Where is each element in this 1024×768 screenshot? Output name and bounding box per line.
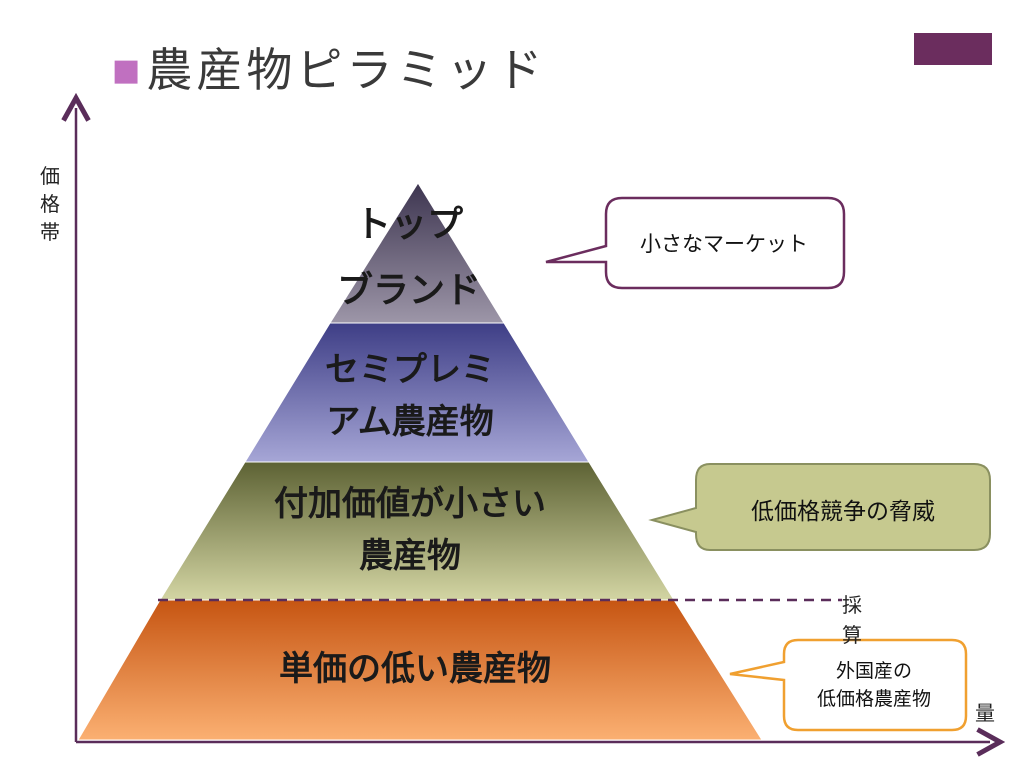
tier-low-unit-price-label: 単価の低い農産物 [210, 640, 620, 698]
profitability-label: 採算 [840, 590, 864, 650]
callout-price-competition-shape [648, 463, 991, 551]
title-bullet: ■ [112, 53, 145, 88]
profitability-label-char: 採 [842, 593, 862, 617]
callout-foreign-produce-line-2: 低価格農産物 [816, 688, 931, 710]
tier-low-value-added-label: 付加価値が小さい 農産物 [230, 478, 590, 582]
callout-small-market-text: 小さなマーケット [640, 232, 808, 256]
y-axis-label-char: 価 [40, 164, 60, 188]
title-text: 農産物ピラミッド [146, 43, 547, 97]
x-axis-label: 量 [975, 701, 995, 725]
y-axis-label-char: 格 [40, 192, 60, 216]
callout-foreign-produce-text: 外国産の 低価格農産物 [784, 657, 964, 713]
tier-top-brand-label: トップ ブランド [314, 192, 504, 324]
profitability-label-char: 算 [842, 623, 862, 647]
tier-semi-premium-label: セミプレミ アム農産物 [280, 344, 540, 448]
tier-low-value-added-line-1: 付加価値が小さい [274, 484, 546, 524]
tier-low-unit-price-line-1: 単価の低い農産物 [279, 649, 551, 689]
callout-foreign-produce-line-1: 外国産の [835, 660, 912, 682]
y-axis-label-char: 帯 [40, 220, 60, 244]
tier-low-value-added-line-2: 農産物 [359, 536, 461, 576]
callout-small-market-shape [545, 196, 846, 290]
tier-semi-premium-line-2: アム農産物 [326, 402, 494, 442]
y-axis-label: 価格帯 [38, 162, 62, 246]
tier-top-brand-line-1: トップ [354, 204, 463, 245]
tier-semi-premium-line-1: セミプレミ [325, 350, 495, 390]
callout-price-competition-text: 低価格競争の脅威 [751, 499, 935, 525]
tier-top-brand-line-2: ブランド [336, 270, 481, 311]
corner-accent-block [914, 33, 992, 65]
slide-title: ■農産物ピラミッド [112, 34, 546, 100]
callout-foreign-produce-shape [729, 638, 968, 732]
